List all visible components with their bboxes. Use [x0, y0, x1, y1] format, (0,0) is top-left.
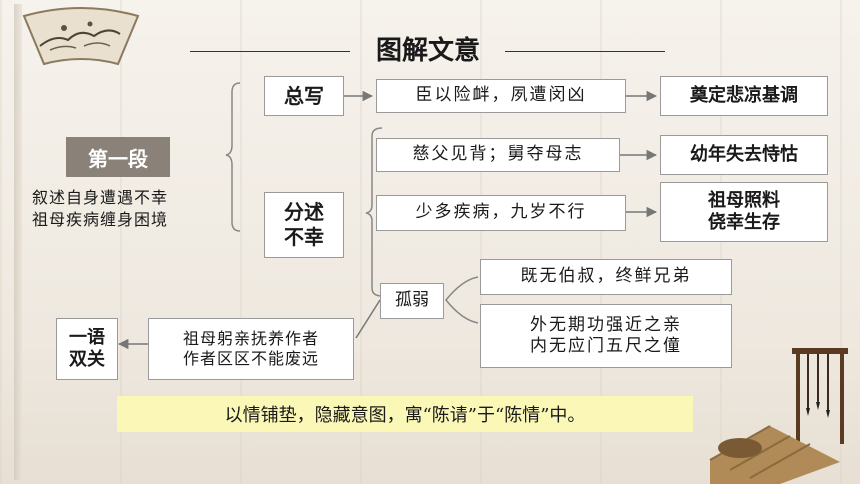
- pun-text-line1: 祖母躬亲抚养作者: [182, 329, 319, 348]
- fenshu-result-box-1: 幼年失去恃怙: [660, 135, 828, 175]
- guruo-detail2-line2: 内无应门五尺之僮: [530, 336, 682, 356]
- section-desc-line1: 叙述自身遭遇不幸: [32, 188, 169, 207]
- guruo-detail-box-1: 既无伯叔，终鲜兄弟: [480, 259, 732, 295]
- fenshu-label-line2: 不幸: [284, 225, 324, 249]
- fenshu-result-box-2: 祖母照料 侥幸生存: [660, 182, 828, 242]
- fenshu-detail-box-1: 慈父见背；舅夺母志: [376, 138, 620, 172]
- fenshu-box: 分述 不幸: [264, 192, 344, 258]
- guruo-detail-box-2: 外无期功强近之亲 内无应门五尺之僮: [480, 304, 732, 368]
- guruo-detail2-line1: 外无期功强近之亲: [530, 314, 682, 335]
- pun-label-line1: 一语: [69, 326, 105, 348]
- pun-text-line2: 作者区区不能废远: [182, 349, 319, 368]
- fenshu-result-1-line1: 幼年失去恃怙: [690, 143, 798, 165]
- page-title: 图解文意: [375, 35, 480, 66]
- fenshu-detail-box-2: 少多疾病，九岁不行: [376, 195, 626, 231]
- pun-text-box: 祖母躬亲抚养作者 作者区区不能废远: [148, 318, 354, 380]
- conclusion-banner: 以情铺垫，隐藏意图，寓“陈请”于“陈情”中。: [117, 396, 693, 432]
- zongxie-result-box: 奠定悲凉基调: [660, 76, 828, 116]
- section-desc-line2: 祖母疾病缠身困境: [32, 210, 169, 229]
- zongxie-detail-box: 臣以险衅，夙遭闵凶: [376, 79, 626, 113]
- brush-and-scroll-icon: [709, 348, 848, 484]
- decorative-frame: [14, 4, 22, 480]
- fenshu-result-2-line2: 侥幸生存: [708, 212, 780, 233]
- guruo-box: 孤弱: [380, 283, 444, 319]
- title-line-right: [505, 51, 665, 52]
- title-line-left: [190, 51, 350, 52]
- pun-label-box: 一语 双关: [56, 318, 118, 380]
- fenshu-result-2-line1: 祖母照料: [708, 189, 780, 211]
- zongxie-box: 总写: [264, 76, 344, 116]
- section-label: 第一段: [66, 137, 170, 177]
- fenshu-label-line1: 分述: [284, 200, 324, 224]
- fan-painting-icon: [22, 7, 140, 66]
- pun-label-line2: 双关: [69, 349, 105, 370]
